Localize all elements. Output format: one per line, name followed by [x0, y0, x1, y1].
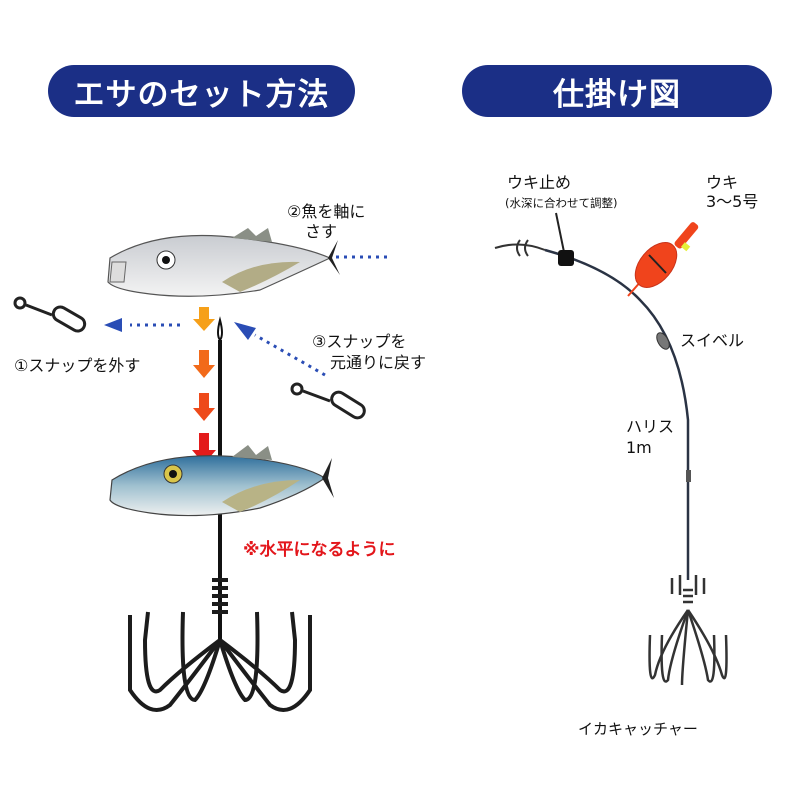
step1-label: ①スナップを外す [14, 356, 141, 375]
step2-label-line2: さす [305, 222, 338, 241]
float-stopper-icon [558, 250, 574, 266]
left-title: エサのセット方法 [48, 65, 355, 117]
right-title: 仕掛け図 [462, 65, 772, 117]
swivel-label: スイベル [680, 331, 745, 350]
snap-swivel-icon [290, 382, 366, 420]
float-label: ウキ [706, 173, 739, 192]
swivel-icon [656, 332, 670, 350]
horizontal-note: ※水平になるように [243, 540, 396, 560]
leader-label: ハリス [626, 417, 675, 436]
fish-before-icon [107, 228, 340, 297]
step3-label-line2: 元通りに戻す [330, 353, 427, 372]
snap-swivel-icon [13, 296, 87, 333]
squid-jig-icon [648, 575, 728, 686]
jig-label: イカキャッチャー [578, 720, 698, 738]
leader-length: 1m [626, 438, 652, 457]
squid-jig-icon [128, 578, 312, 712]
step3-label-line1: ③スナップを [312, 332, 407, 351]
float-size: 3〜5号 [706, 192, 759, 211]
step2-label-line1: ②魚を軸に [287, 202, 366, 221]
stopper-note: (水深に合わせて調整) [505, 196, 618, 210]
down-arrows-icon [192, 307, 216, 464]
float-icon [627, 222, 699, 297]
stopper-label: ウキ止め [507, 173, 572, 192]
fish-baited-icon [109, 445, 334, 517]
